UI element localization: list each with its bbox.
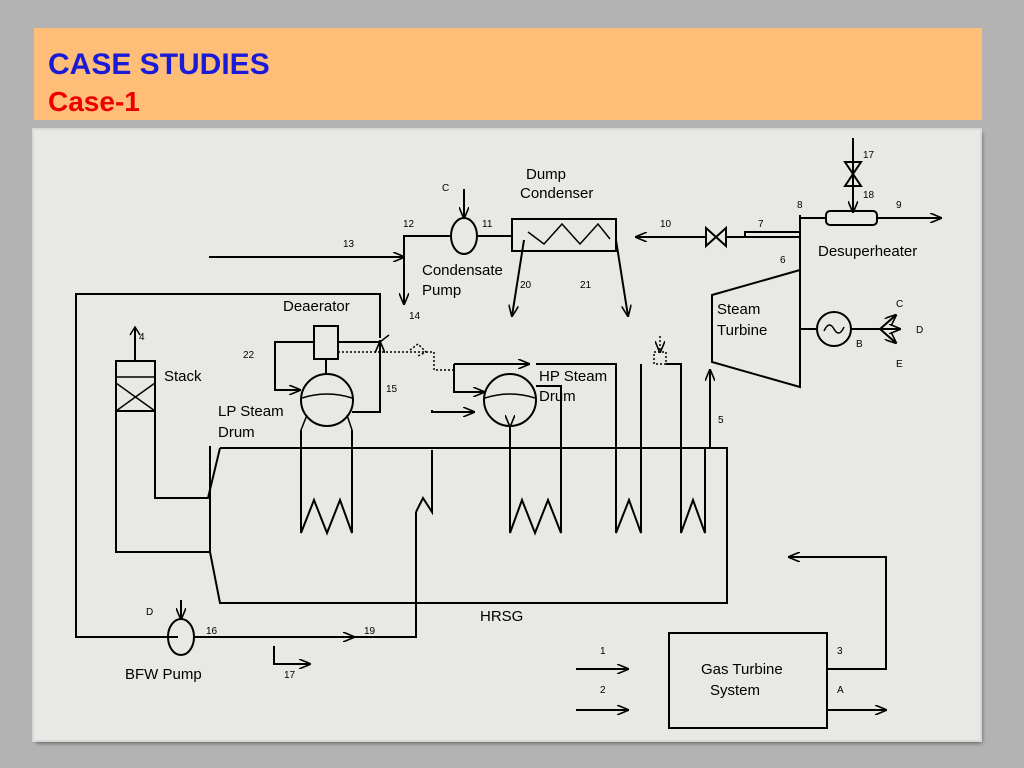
desuperheater bbox=[800, 138, 941, 226]
feedwater-loop bbox=[75, 293, 381, 638]
lp-steam-drum bbox=[300, 373, 354, 536]
stream-number: 17 bbox=[863, 150, 875, 161]
stream-number: 8 bbox=[797, 200, 803, 211]
stream-number: 15 bbox=[386, 384, 398, 395]
bfw-pump-label: BFW Pump bbox=[125, 666, 202, 683]
hp-drum-label-1: HP Steam bbox=[539, 368, 607, 385]
stream-number: 20 bbox=[520, 280, 532, 291]
stream-17-bleed bbox=[273, 646, 310, 664]
lp-drum-label-1: LP Steam bbox=[218, 403, 284, 420]
steam-turbine-label-1: Steam bbox=[717, 301, 760, 318]
stream-number: 18 bbox=[863, 190, 875, 201]
stream-number: 13 bbox=[343, 239, 355, 250]
stream-number: 17 bbox=[284, 670, 296, 681]
hp-steam-drum bbox=[453, 364, 642, 536]
steam-turbine bbox=[711, 268, 801, 389]
process-flow-diagram: Dump Condenser Condensate Pump Deaerator… bbox=[75, 138, 980, 729]
dump-condenser bbox=[512, 218, 628, 316]
stack-label: Stack bbox=[164, 368, 202, 385]
steam-turbine-label-2: Turbine bbox=[717, 322, 767, 339]
lp-drum-label-2: Drum bbox=[218, 424, 255, 441]
stream-number: 22 bbox=[243, 350, 255, 361]
hp-drum-label-2: Drum bbox=[539, 388, 576, 405]
stream-5-line bbox=[705, 370, 710, 449]
stream-number: 14 bbox=[409, 311, 421, 322]
dump-condenser-label-1: Dump bbox=[526, 166, 566, 183]
gas-turbine-label-1: Gas Turbine bbox=[701, 661, 783, 678]
steam-valve bbox=[705, 225, 727, 249]
hrsg-label: HRSG bbox=[480, 608, 523, 625]
stream-12-line bbox=[404, 235, 451, 304]
stream-number: 4 bbox=[139, 332, 145, 343]
utility-letter: A bbox=[837, 685, 844, 696]
stream-number: 11 bbox=[482, 219, 493, 230]
stream-number: 6 bbox=[780, 255, 786, 266]
stream-number: 21 bbox=[580, 280, 592, 291]
utility-letter: D bbox=[916, 325, 923, 336]
utility-letter: B bbox=[856, 339, 863, 350]
stream-number: 7 bbox=[758, 219, 764, 230]
deaerator bbox=[274, 325, 380, 413]
stream-number: 2 bbox=[600, 685, 606, 696]
utility-letter: C bbox=[442, 183, 449, 194]
hrsg-casing bbox=[154, 365, 728, 604]
economizer-outlet bbox=[431, 410, 474, 412]
dump-condenser-label-2: Condenser bbox=[520, 185, 593, 202]
condensate-pump-label-1: Condensate bbox=[422, 262, 503, 279]
bfw-pump[interactable] bbox=[167, 600, 195, 656]
deaerator-label: Deaerator bbox=[283, 298, 350, 315]
gas-turbine-system bbox=[668, 632, 828, 729]
stream-number: 10 bbox=[660, 219, 672, 230]
slide-subtitle: Case-1 bbox=[48, 86, 140, 117]
stream-number: 16 bbox=[206, 626, 218, 637]
stream-19-line bbox=[354, 512, 417, 638]
slide-header: CASE STUDIES Case-1 bbox=[34, 28, 982, 120]
utility-letter: E bbox=[896, 359, 903, 370]
generator bbox=[800, 311, 900, 347]
utility-letter: C bbox=[896, 299, 903, 310]
condensate-pump-label-2: Pump bbox=[422, 282, 461, 299]
superheater bbox=[653, 336, 706, 534]
stream-number: 9 bbox=[896, 200, 902, 211]
condensate-pump[interactable] bbox=[450, 189, 478, 255]
gas-turbine-label-2: System bbox=[710, 682, 760, 699]
desuperheater-label: Desuperheater bbox=[818, 243, 917, 260]
stream-number: 3 bbox=[837, 646, 843, 657]
economizer-coil bbox=[415, 450, 433, 516]
stream-number: 19 bbox=[364, 626, 376, 637]
slide-title: CASE STUDIES bbox=[48, 48, 270, 81]
stream-number: 12 bbox=[403, 219, 415, 230]
stream-3-line bbox=[789, 557, 887, 670]
diagram-panel: Dump Condenser Condensate Pump Deaerator… bbox=[34, 130, 980, 740]
stack bbox=[115, 325, 210, 553]
vent-line bbox=[338, 351, 453, 371]
stream-number: 1 bbox=[600, 646, 606, 657]
stream-number: 5 bbox=[718, 415, 724, 426]
utility-letter: D bbox=[146, 607, 153, 618]
